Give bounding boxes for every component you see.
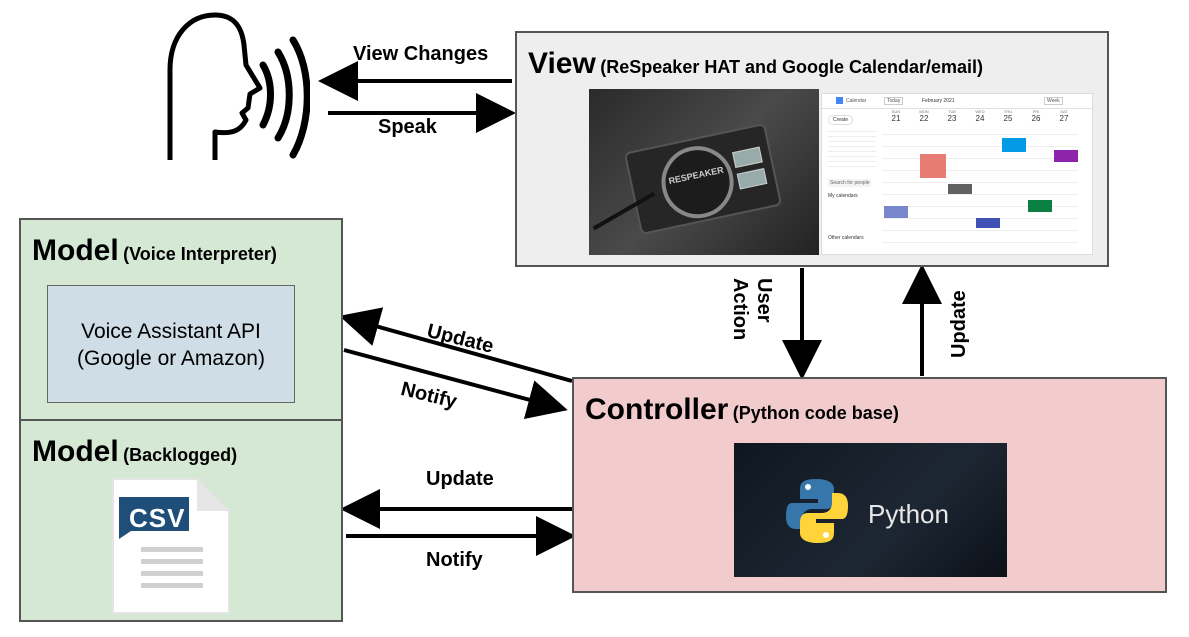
mini-month bbox=[828, 131, 876, 171]
view-title-main: View bbox=[528, 47, 596, 80]
calendar-day-name: THU bbox=[1003, 109, 1013, 114]
label-user-action-line2: Action bbox=[729, 278, 751, 341]
calendar-day-date: 24 bbox=[975, 114, 985, 123]
calendar-day-date: 26 bbox=[1031, 114, 1041, 123]
calendar-event-2 bbox=[948, 184, 972, 194]
calendar-event-5 bbox=[884, 206, 908, 218]
csv-file-icon bbox=[112, 478, 230, 614]
calendar-logo-icon bbox=[836, 97, 843, 104]
calendar-view-mode: Week bbox=[1044, 97, 1063, 105]
controller-box: Controller (Python code base) Python bbox=[572, 377, 1167, 593]
label-update-model2: Update bbox=[426, 468, 494, 490]
voice-assistant-api-line1: Voice Assistant API bbox=[81, 320, 261, 343]
calendar-day-name: WED bbox=[975, 109, 985, 114]
label-update-view: Update bbox=[948, 290, 970, 358]
model-backlogged-box: Model (Backlogged) CSV bbox=[19, 419, 343, 622]
calendar-day-date: 27 bbox=[1059, 114, 1069, 123]
label-user-action: User Action bbox=[706, 278, 776, 348]
usb-port bbox=[732, 146, 763, 169]
calendar-my-calendars: My calendars bbox=[828, 193, 858, 199]
python-banner: Python bbox=[734, 443, 1007, 577]
label-view-changes: View Changes bbox=[353, 43, 489, 65]
calendar-day-name: SAT bbox=[1060, 109, 1068, 114]
model2-title-subtitle: (Backlogged) bbox=[123, 445, 238, 465]
calendar-event-6 bbox=[1028, 200, 1052, 212]
calendar-day-name: TUE bbox=[948, 109, 956, 114]
calendar-create-button: Create bbox=[828, 115, 854, 125]
calendar-day-name: FRI bbox=[1032, 109, 1040, 114]
calendar-day-date: 23 bbox=[947, 114, 957, 123]
label-notify-model2: Notify bbox=[426, 549, 483, 571]
calendar-event-3 bbox=[1002, 138, 1026, 152]
calendar-other-calendars: Other calendars bbox=[828, 235, 864, 241]
view-box: View (ReSpeaker HAT and Google Calendar/… bbox=[515, 31, 1109, 267]
arrow-notify-model1 bbox=[343, 348, 568, 420]
calendar-day-date: 21 bbox=[891, 114, 901, 123]
usb-port-2 bbox=[736, 168, 768, 190]
calendar-event-7 bbox=[976, 218, 1000, 228]
python-label: Python bbox=[868, 499, 949, 529]
calendar-day-date: 25 bbox=[1003, 114, 1013, 123]
view-title: View (ReSpeaker HAT and Google Calendar/… bbox=[528, 47, 983, 81]
python-logo-icon bbox=[786, 479, 848, 543]
calendar-day-date: 22 bbox=[919, 114, 929, 123]
model1-title-subtitle: (Voice Interpreter) bbox=[123, 244, 277, 264]
controller-title-subtitle: (Python code base) bbox=[732, 403, 899, 423]
model2-title: Model (Backlogged) bbox=[32, 435, 237, 469]
calendar-month: February 2021 bbox=[922, 98, 955, 104]
controller-title-main: Controller bbox=[585, 393, 729, 426]
calendar-grid bbox=[882, 130, 1078, 254]
label-speak: Speak bbox=[378, 116, 437, 138]
calendar-app-name: Calendar bbox=[846, 98, 867, 104]
calendar-day-name: MON bbox=[919, 109, 929, 114]
csv-label: CSV bbox=[129, 503, 186, 533]
calendar-day-name: SUN bbox=[891, 109, 901, 114]
respeaker-photo: RESPEAKER bbox=[589, 89, 819, 255]
voice-assistant-api-line2: (Google or Amazon) bbox=[77, 347, 265, 370]
calendar-header: Calendar Today February 2021 Week bbox=[822, 94, 1092, 109]
model-voice-interpreter-box: Model (Voice Interpreter) Voice Assistan… bbox=[19, 218, 343, 421]
calendar-search-people: Search for people bbox=[828, 179, 872, 187]
controller-title: Controller (Python code base) bbox=[585, 393, 899, 427]
calendar-event-1 bbox=[920, 154, 946, 178]
voice-assistant-api-box: Voice Assistant API (Google or Amazon) bbox=[47, 285, 295, 403]
view-title-subtitle: (ReSpeaker HAT and Google Calendar/email… bbox=[600, 57, 984, 77]
calendar-screenshot: Calendar Today February 2021 Week Create… bbox=[821, 93, 1093, 255]
arrow-update-model1 bbox=[339, 307, 573, 383]
calendar-sidebar: Create Search for people My calendars Ot… bbox=[822, 109, 880, 254]
calendar-today-button: Today bbox=[884, 97, 904, 105]
model1-title-main: Model bbox=[32, 234, 119, 267]
respeaker-board: RESPEAKER bbox=[623, 122, 783, 236]
speaking-head-icon bbox=[167, 12, 310, 160]
calendar-event-4 bbox=[1054, 150, 1078, 162]
respeaker-ring bbox=[654, 139, 741, 225]
model2-title-main: Model bbox=[32, 435, 119, 468]
model1-title: Model (Voice Interpreter) bbox=[32, 234, 277, 268]
label-user-action-line1: User bbox=[753, 278, 775, 323]
